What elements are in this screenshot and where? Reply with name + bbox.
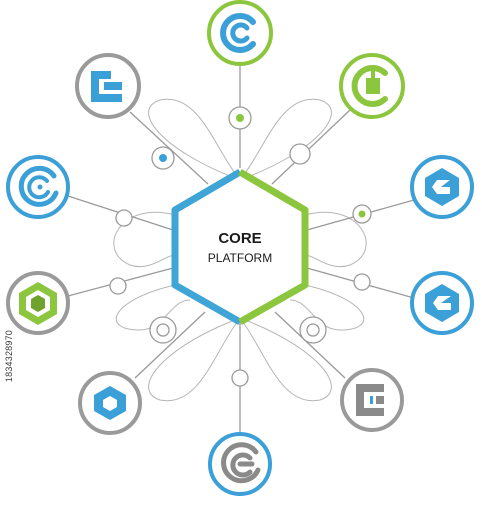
petal-loop	[289, 284, 365, 331]
junction-node	[289, 143, 311, 165]
junction-node	[228, 106, 252, 130]
petal-loop	[304, 211, 367, 268]
junction-node	[352, 204, 372, 224]
square-c-logo-icon	[356, 384, 384, 416]
hexagon-logo-icon	[94, 386, 126, 420]
hub-border-green	[238, 168, 309, 326]
logo-node-upper-left	[75, 53, 141, 119]
l-c-logo-icon	[91, 71, 122, 102]
connector-line	[129, 111, 209, 185]
logo-node-upper-right	[339, 53, 405, 119]
hex-c-logo-icon	[425, 168, 459, 206]
spiral-c-logo-icon	[221, 442, 261, 484]
connector-line	[271, 109, 351, 185]
junction-node	[299, 316, 327, 344]
hub-title-line2: PLATFORM	[208, 251, 272, 265]
hub-title-line1: CORE	[218, 230, 261, 247]
concentric-c-logo-icon	[18, 165, 59, 207]
logo-node-lower-right	[340, 368, 404, 432]
junction-node	[231, 369, 249, 387]
nested-hexagon-logo-icon	[19, 282, 57, 325]
logo-node-left-2	[6, 271, 70, 335]
logo-node-bottom	[208, 432, 272, 496]
petal-loop	[148, 98, 241, 181]
petal-loop	[113, 211, 176, 268]
junction-node	[353, 273, 371, 291]
logo-node-right-2	[410, 271, 474, 335]
c-with-square-logo-icon	[351, 65, 388, 107]
core-platform-hub: CORE PLATFORM	[171, 168, 309, 326]
junction-nodes	[109, 106, 372, 387]
double-c-logo-icon	[220, 13, 256, 53]
logo-node-top	[207, 0, 273, 66]
stock-image-id: 1834328970	[4, 330, 14, 383]
junction-node	[151, 146, 175, 170]
connector-line	[274, 311, 346, 379]
junction-node	[109, 277, 127, 295]
petal-loop	[115, 284, 191, 331]
junction-node	[115, 209, 133, 227]
logo-node-right-1	[410, 155, 474, 219]
logo-node-left-1	[6, 155, 70, 219]
junction-node	[149, 316, 177, 344]
petal-loop	[148, 317, 241, 402]
hub-border-blue	[171, 168, 242, 326]
petal-loop	[239, 317, 332, 402]
hex-c-logo-icon	[425, 284, 459, 322]
logo-node-lower-left	[78, 371, 142, 435]
connector-line	[134, 311, 206, 379]
petal-loop	[239, 98, 332, 181]
